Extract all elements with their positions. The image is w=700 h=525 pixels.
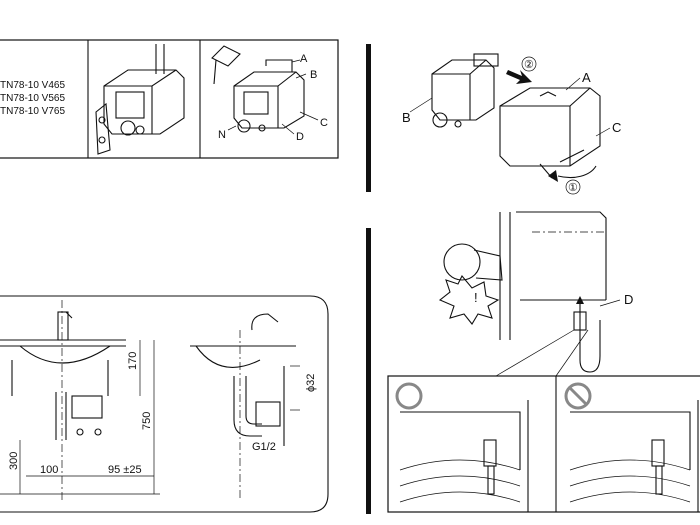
dim-phi32: ϕ32: [305, 374, 317, 392]
dim-95: 95 ±25: [108, 464, 142, 476]
dim-750: 750: [141, 412, 153, 430]
valve-unit-parts-illustration: A B C D N: [211, 45, 328, 143]
divider-bar-top: [366, 44, 371, 192]
callout-screw-c: C: [612, 120, 621, 135]
dim-100: 100: [40, 464, 58, 476]
prohibited-icon: [564, 382, 592, 410]
dim-170: 170: [127, 352, 139, 370]
inset-correct-example: [395, 382, 529, 512]
callout-cable-d: D: [624, 292, 633, 307]
dim-300: 300: [8, 452, 20, 470]
model-1: TN78-10 V465: [0, 80, 65, 91]
step-2-marker: ②: [524, 59, 534, 71]
valve-unit-with-bracket-illustration: [95, 44, 185, 155]
dimension-drawing: 170 750 300 100 95 ±25 ϕ32 G1/2: [0, 295, 329, 513]
divider-bar-bottom: [366, 228, 371, 514]
cover-removal-illustration: ② ① A B C: [402, 53, 621, 195]
cable-routing-illustration: ! D: [387, 211, 700, 513]
callout-cover-a: A: [582, 70, 591, 85]
callout-b: B: [310, 69, 317, 81]
model-table: TN78-10 V465 TN78-10 V565 TN78-10 V765: [0, 39, 339, 159]
model-2: TN78-10 V565: [0, 93, 65, 104]
inset-wrong-example: [564, 382, 699, 512]
ok-circle-icon: [395, 382, 423, 410]
callout-a: A: [300, 53, 308, 65]
step-1-marker: ①: [568, 182, 578, 194]
warning-mark: !: [474, 290, 478, 305]
callout-n: N: [218, 129, 226, 141]
dim-g12: G1/2: [252, 441, 276, 453]
callout-c: C: [320, 117, 328, 129]
callout-valve-b: B: [402, 110, 411, 125]
callout-d: D: [296, 131, 304, 143]
model-3: TN78-10 V765: [0, 106, 65, 117]
